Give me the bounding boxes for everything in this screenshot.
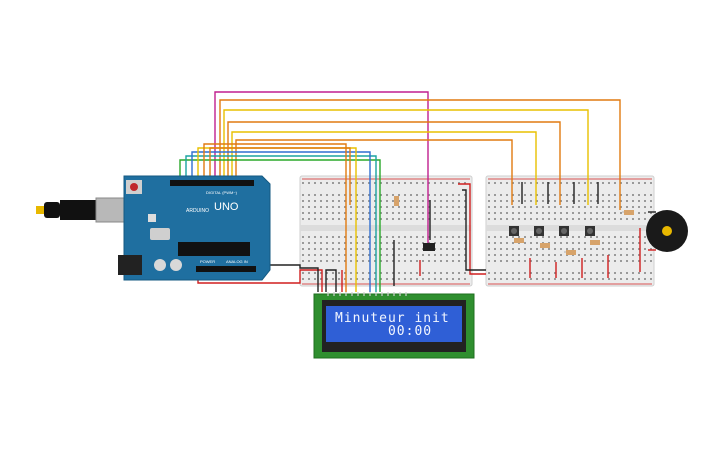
lcd-line-1: Minuteur init — [335, 311, 450, 326]
wire-yellow-2 — [231, 131, 537, 205]
piezo-buzzer — [646, 210, 688, 252]
digital-header-label: DIGITAL (PWM~) — [206, 190, 238, 195]
wire-green — [179, 159, 381, 292]
power-wires — [197, 183, 486, 292]
usb-cable — [36, 197, 139, 223]
button-block — [509, 226, 595, 236]
wire-teal — [185, 155, 377, 292]
wire-blue — [191, 151, 371, 292]
resistors — [394, 196, 634, 255]
wire-orange-4 — [203, 143, 347, 292]
wire-orange-3 — [235, 139, 513, 205]
wire-orange-1 — [219, 99, 621, 210]
breadboard-right — [485, 175, 655, 287]
lcd-line-2: 00:00 — [335, 324, 433, 339]
potentiometer — [423, 243, 435, 251]
lcd-pins — [327, 292, 407, 296]
board-brand-label: ARDUINO — [186, 208, 209, 214]
analog-header-label: ANALOG IN — [226, 259, 248, 264]
wire-orange-2 — [227, 121, 561, 205]
wire-magenta — [214, 91, 429, 246]
arduino-uno — [118, 175, 271, 281]
board-model-label: UNO — [214, 201, 239, 213]
breadboard-left — [299, 175, 473, 287]
lcd-module — [313, 293, 475, 359]
power-header-label: POWER — [200, 259, 215, 264]
wire-orange-5 — [209, 147, 351, 205]
signal-wires — [179, 91, 621, 292]
